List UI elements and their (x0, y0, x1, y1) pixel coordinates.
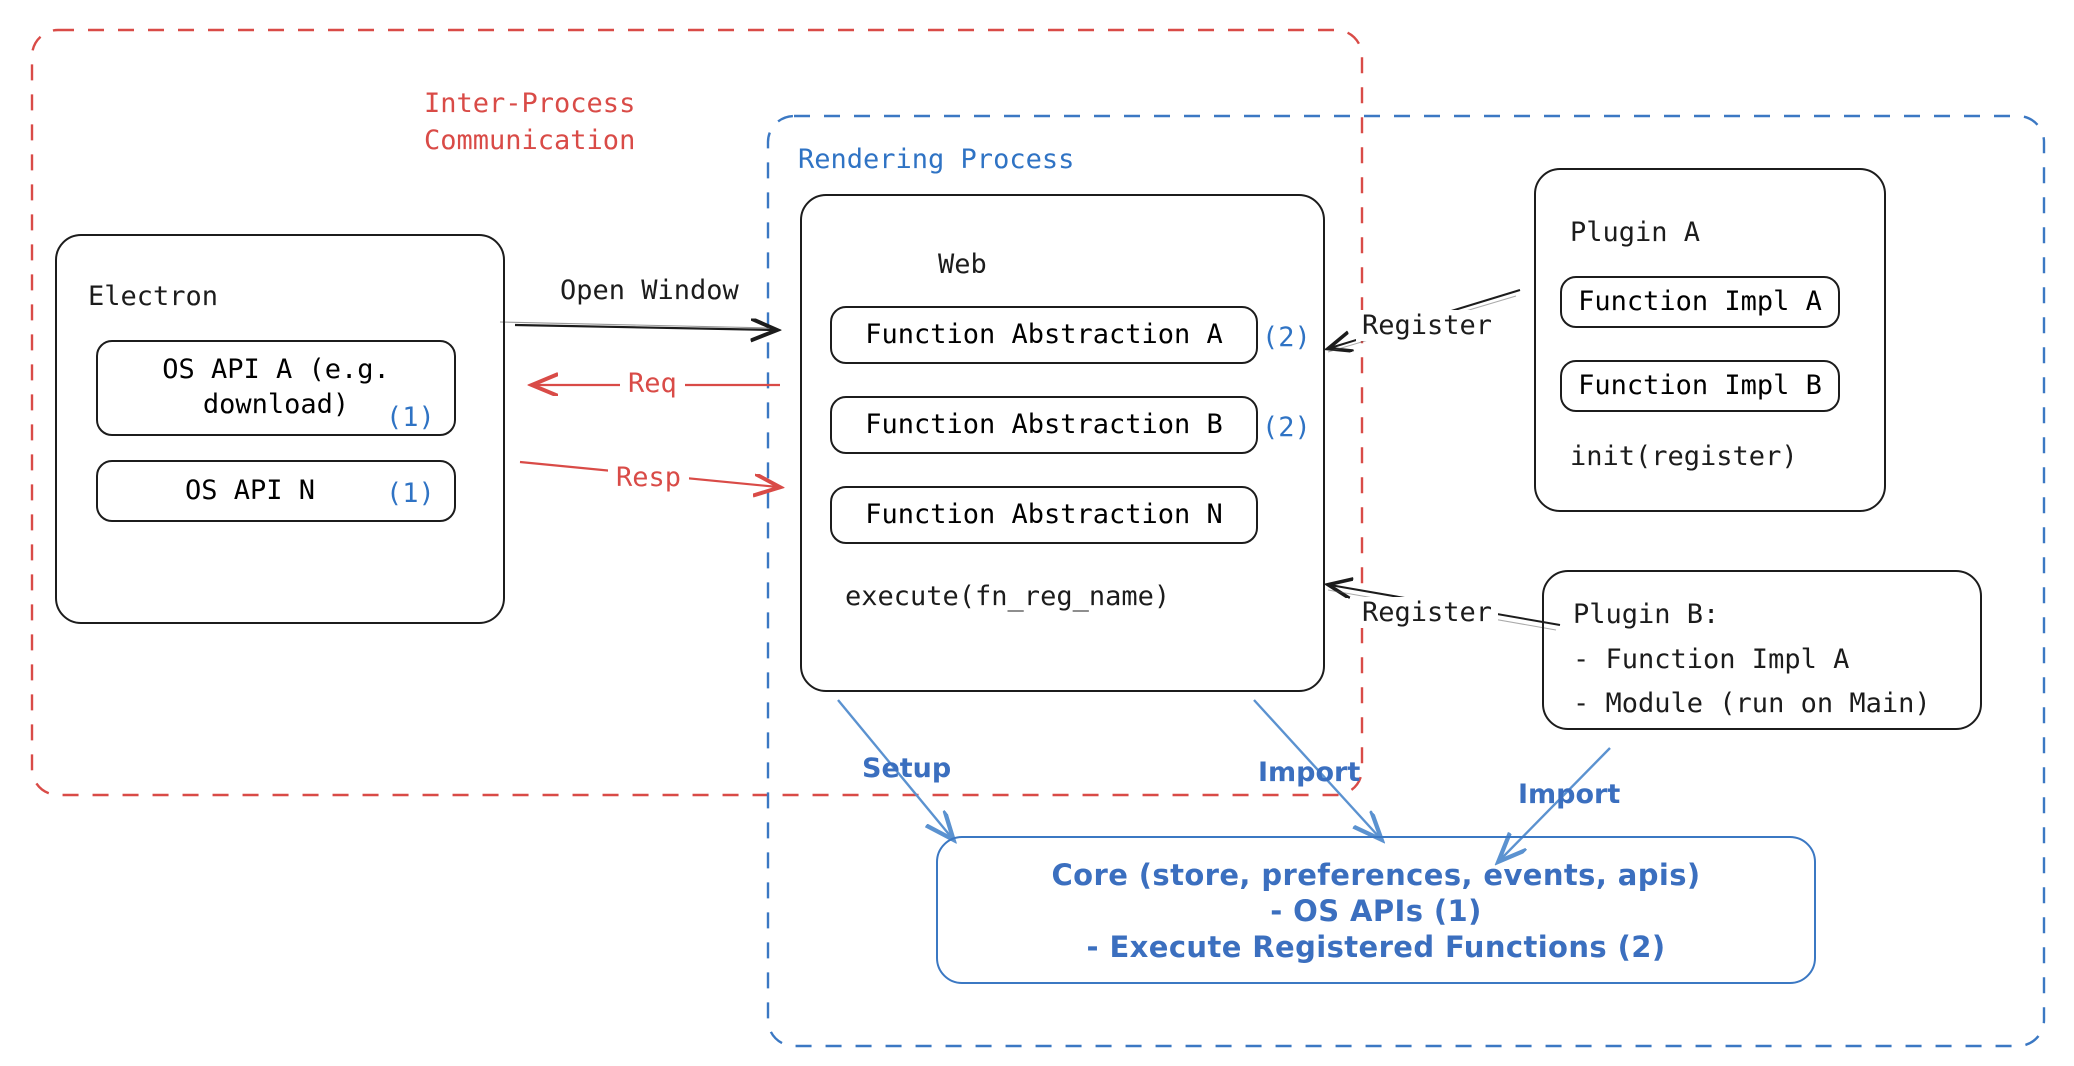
plugin-a-impl-a-box: Function Impl A (1560, 276, 1840, 328)
plugin-a-impl-b-label: Function Impl B (1578, 369, 1822, 401)
ipc-region-label: Inter-Process Communication (424, 85, 635, 160)
os-api-n-label: OS API N (184, 474, 316, 506)
plugin-a-title: Plugin A (1570, 217, 1701, 248)
os-api-n-marker: (1) (386, 478, 435, 509)
import-plugin-label: Import (1518, 779, 1621, 810)
core-box (936, 836, 1816, 984)
open-window-label: Open Window (560, 275, 739, 306)
register-plugin-a-label: Register (1356, 310, 1499, 341)
plugin-a-box (1534, 168, 1886, 512)
resp-label: Resp (608, 462, 690, 493)
core-line-1: Core (store, preferences, events, apis) (1051, 858, 1701, 892)
core-line-2: - OS APIs (1) (1270, 894, 1482, 928)
electron-box (55, 234, 505, 624)
plugin-a-impl-b-box: Function Impl B (1560, 360, 1840, 412)
plugin-b-line-1: - Function Impl A (1573, 644, 1850, 675)
function-abstraction-a-box: Function Abstraction A (830, 306, 1258, 364)
setup-label: Setup (862, 753, 952, 784)
electron-title: Electron (88, 281, 219, 312)
function-abstraction-n-box: Function Abstraction N (830, 486, 1258, 544)
plugin-b-line-2: - Module (run on Main) (1573, 688, 1931, 719)
os-api-n-box: OS API N (96, 460, 456, 522)
ipc-label-line2: Communication (424, 125, 636, 157)
register-plugin-b-label: Register (1356, 597, 1499, 628)
function-abstraction-b-marker: (2) (1262, 412, 1311, 443)
function-abstraction-a-marker: (2) (1262, 322, 1311, 353)
web-execute-label: execute(fn_reg_name) (845, 581, 1171, 612)
web-box (800, 194, 1325, 692)
import-web-label: Import (1258, 757, 1361, 788)
open-window-arrow (499, 322, 775, 330)
req-label: Req (620, 368, 685, 399)
os-api-a-box: OS API A (e.g. download) (96, 340, 456, 436)
function-abstraction-b-box: Function Abstraction B (830, 396, 1258, 454)
function-abstraction-b-label: Function Abstraction B (865, 408, 1223, 440)
plugin-a-impl-a-label: Function Impl A (1578, 285, 1822, 317)
web-title: Web (938, 249, 987, 280)
os-api-a-marker: (1) (386, 402, 435, 433)
plugin-b-title: Plugin B: (1573, 599, 1720, 630)
plugin-b-box (1542, 570, 1982, 730)
function-abstraction-n-label: Function Abstraction N (865, 498, 1223, 530)
ipc-label-line1: Inter-Process (424, 88, 636, 119)
rendering-process-label: Rendering Process (798, 144, 1075, 175)
core-line-3: - Execute Registered Functions (2) (1086, 930, 1666, 964)
plugin-a-init-label: init(register) (1570, 441, 1798, 472)
function-abstraction-a-label: Function Abstraction A (865, 318, 1223, 350)
os-api-a-label: OS API A (e.g. download) (162, 354, 390, 420)
